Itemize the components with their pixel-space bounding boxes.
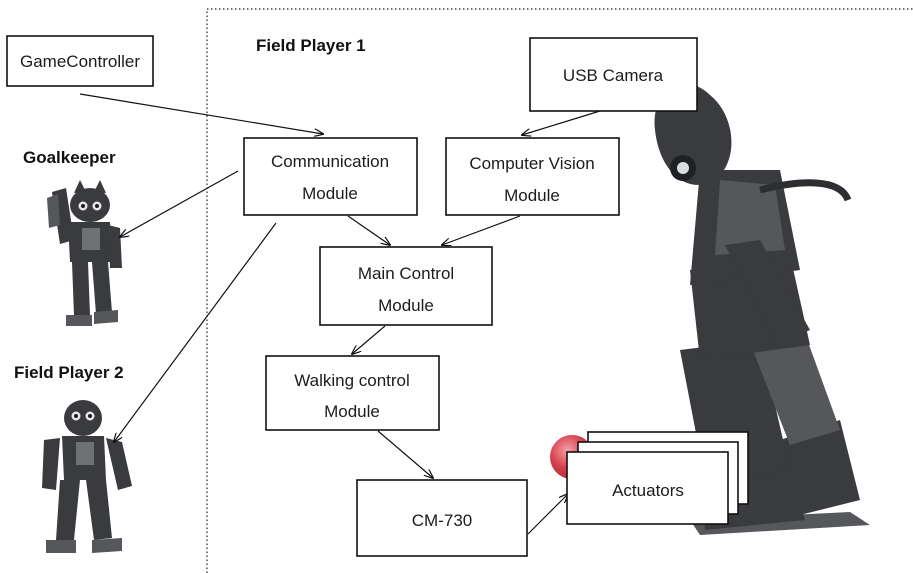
svg-text:Main Control: Main Control xyxy=(358,264,454,283)
svg-text:Computer Vision: Computer Vision xyxy=(469,154,594,173)
field-player-2-robot-icon xyxy=(42,400,132,553)
main-control-module-box: Main Control Module xyxy=(319,246,493,326)
arrow-cm730-to-actuators xyxy=(527,494,568,535)
arrow-communication-to-field-player-2 xyxy=(114,222,277,442)
field-player-1-robot-photo xyxy=(550,83,870,535)
svg-text:Module: Module xyxy=(302,184,358,203)
game-controller-box: GameController xyxy=(6,35,154,87)
svg-text:GameController: GameController xyxy=(20,52,140,71)
svg-text:Module: Module xyxy=(378,296,434,315)
walking-control-module-box: Walking control Module xyxy=(265,355,440,431)
svg-text:Actuators: Actuators xyxy=(612,481,684,500)
svg-text:CM-730: CM-730 xyxy=(412,511,472,530)
arrow-walking-to-cm730 xyxy=(377,430,433,478)
arrow-camera-to-vision xyxy=(522,110,601,135)
arrow-main-control-to-walking xyxy=(352,325,386,354)
arrow-gamecontroller-to-communication xyxy=(79,93,323,134)
field-player-1-heading: Field Player 1 xyxy=(256,36,366,55)
field-player-2-heading: Field Player 2 xyxy=(14,363,124,382)
arrow-communication-to-main-control xyxy=(347,215,390,245)
actuators-stack: Actuators xyxy=(566,431,749,525)
goalkeeper-robot-icon xyxy=(47,180,122,326)
svg-text:Walking control: Walking control xyxy=(294,371,410,390)
svg-text:Module: Module xyxy=(324,402,380,421)
cm730-box: CM-730 xyxy=(356,479,528,557)
field-player-1-region xyxy=(206,8,913,573)
arrow-vision-to-main-control xyxy=(442,215,521,245)
communication-module-box: Communication Module xyxy=(243,137,418,216)
arrow-communication-to-goalkeeper xyxy=(120,170,239,237)
svg-text:USB Camera: USB Camera xyxy=(563,66,664,85)
svg-text:Module: Module xyxy=(504,186,560,205)
svg-text:Communication: Communication xyxy=(271,152,389,171)
usb-camera-box: USB Camera xyxy=(529,37,698,112)
goalkeeper-heading: Goalkeeper xyxy=(23,148,116,167)
computer-vision-module-box: Computer Vision Module xyxy=(445,137,620,216)
